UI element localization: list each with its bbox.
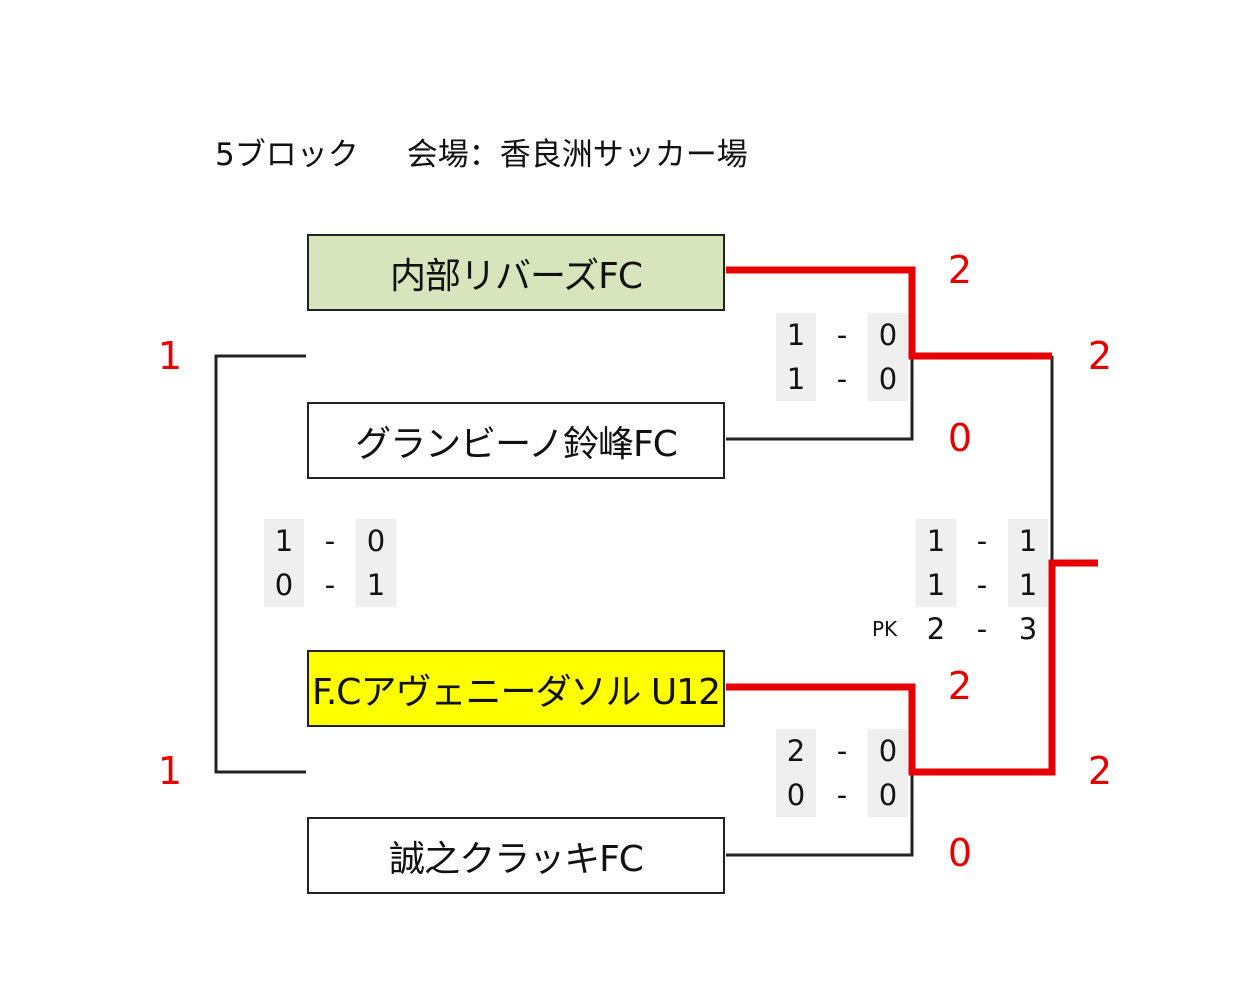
left-top-total: 1 bbox=[157, 334, 183, 378]
team-1: 内部リバーズFC bbox=[307, 234, 725, 311]
score-cell: 0 bbox=[274, 568, 294, 602]
semi-top-total: 2 bbox=[1087, 334, 1113, 378]
score-cell: 1 bbox=[1018, 568, 1038, 602]
team-1-total: 2 bbox=[947, 248, 973, 292]
score-cell: - bbox=[324, 568, 336, 602]
score-cell: 0 bbox=[366, 524, 386, 558]
team-2-name: グランビーノ鈴峰FC bbox=[355, 423, 678, 465]
team-3: F.Cアヴェニーダソル U12 bbox=[307, 650, 725, 727]
bracket-line-team4 bbox=[726, 772, 914, 857]
team-4-total: 0 bbox=[947, 831, 973, 875]
score-cell: 3 bbox=[1018, 612, 1038, 646]
score-row: 1-0 bbox=[264, 519, 396, 563]
score-cell: 1 bbox=[366, 568, 386, 602]
team-4-name: 誠之クラッキFC bbox=[389, 838, 644, 880]
score-cell: - bbox=[976, 568, 988, 602]
score-row: 1-0 bbox=[776, 357, 908, 401]
pk-label: PK bbox=[872, 617, 898, 641]
team-3-total: 2 bbox=[947, 664, 973, 708]
score-row: 1-0 bbox=[776, 313, 908, 357]
score-cell: 1 bbox=[926, 568, 946, 602]
score-cell: - bbox=[836, 362, 848, 396]
score-cell: - bbox=[836, 778, 848, 812]
score-cell: - bbox=[976, 524, 988, 558]
score-row: 1-1 bbox=[916, 519, 1048, 563]
score-row: 1-1 bbox=[916, 563, 1048, 607]
score-row: 0-1 bbox=[264, 563, 396, 607]
score-cell: 0 bbox=[878, 734, 898, 768]
score-cell: - bbox=[836, 734, 848, 768]
semi-bottom-total: 2 bbox=[1087, 749, 1113, 793]
score-cell: 1 bbox=[274, 524, 294, 558]
bracket-line-left bbox=[214, 354, 306, 774]
page-title: 5ブロック 会場：香良洲サッカー場 bbox=[215, 133, 748, 177]
score-cell: 1 bbox=[1018, 524, 1038, 558]
venue-label: 会場：香良洲サッカー場 bbox=[406, 137, 748, 173]
team-1-name: 内部リバーズFC bbox=[389, 255, 643, 297]
score-match-final: 1-1 1-1 2-3 bbox=[916, 519, 1048, 651]
score-cell: - bbox=[324, 524, 336, 558]
team-4: 誠之クラッキFC bbox=[307, 817, 725, 894]
score-row: 0-0 bbox=[776, 773, 908, 817]
score-cell: 1 bbox=[786, 362, 806, 396]
score-match-a: 1-0 1-0 bbox=[776, 313, 908, 401]
left-bottom-total: 1 bbox=[157, 749, 183, 793]
score-cell: 1 bbox=[926, 524, 946, 558]
winner-line-team3 bbox=[726, 559, 1098, 776]
team-2: グランビーノ鈴峰FC bbox=[307, 402, 725, 479]
score-match-b: 2-0 0-0 bbox=[776, 729, 908, 817]
score-cell: 0 bbox=[878, 362, 898, 396]
score-cell: 1 bbox=[786, 318, 806, 352]
score-cell: 2 bbox=[786, 734, 806, 768]
score-cell: - bbox=[976, 612, 988, 646]
winner-line-team1 bbox=[726, 266, 1052, 360]
score-match-left: 1-0 0-1 bbox=[264, 519, 396, 607]
team-3-name: F.Cアヴェニーダソル U12 bbox=[311, 671, 721, 713]
score-cell: 2 bbox=[926, 612, 946, 646]
team-2-total: 0 bbox=[947, 416, 973, 460]
score-cell: 0 bbox=[878, 318, 898, 352]
score-cell: 0 bbox=[786, 778, 806, 812]
score-cell: 0 bbox=[878, 778, 898, 812]
bracket-line-team2 bbox=[726, 356, 914, 441]
score-row: 2-0 bbox=[776, 729, 908, 773]
score-cell: - bbox=[836, 318, 848, 352]
pk-row: 2-3 bbox=[916, 607, 1048, 651]
block-label: 5ブロック bbox=[215, 137, 359, 173]
